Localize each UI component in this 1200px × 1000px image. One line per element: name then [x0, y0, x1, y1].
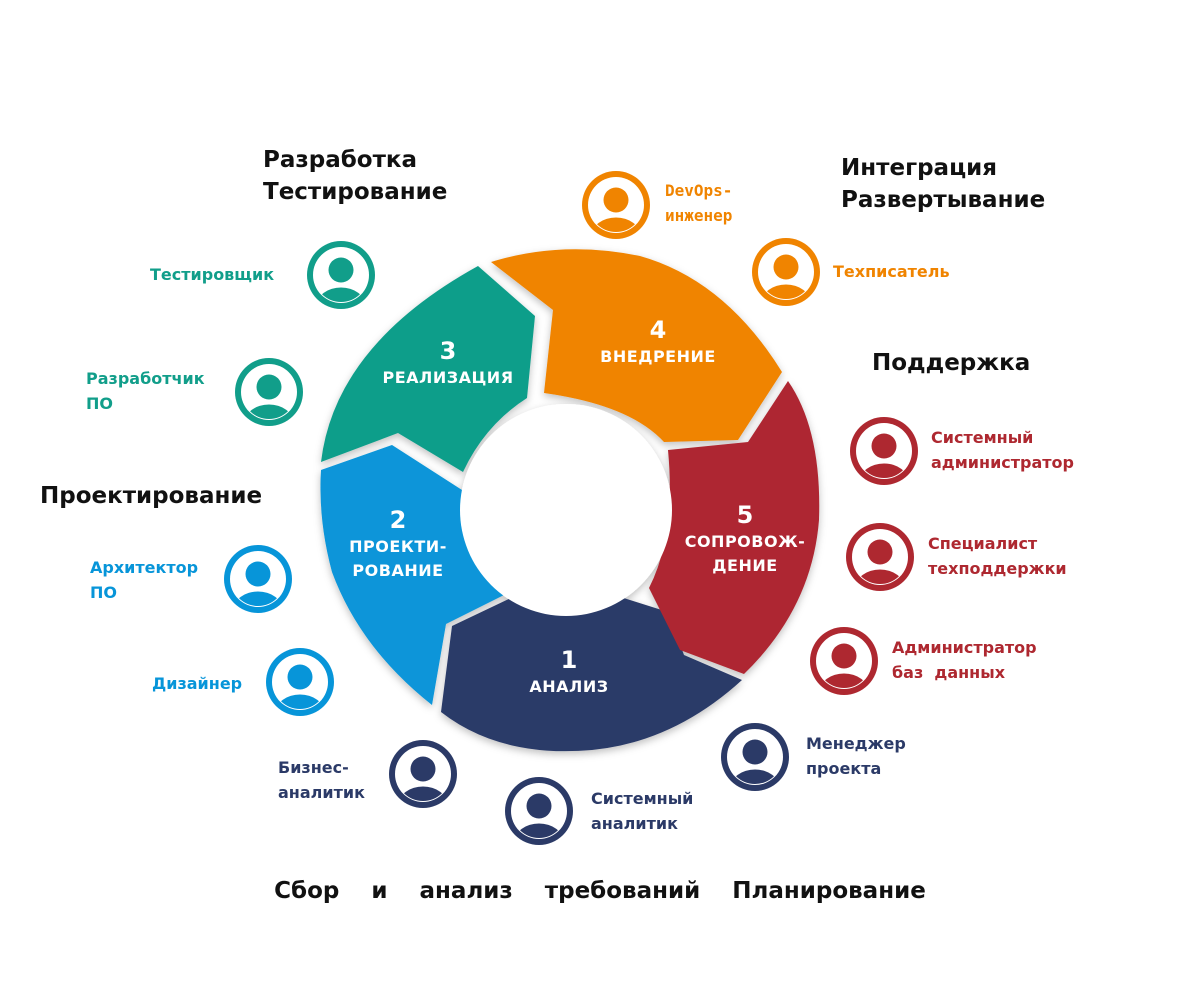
avatar-tech-writer-icon [751, 237, 821, 307]
role-support-spec-line1: Специалист [928, 534, 1038, 553]
segment-support-number: 5 [736, 501, 754, 529]
segment-support-label: 5 СОПРОВОЖ- ДЕНИЕ [685, 500, 806, 578]
role-tech-writer: Техписатель [833, 262, 950, 281]
role-architect-line2: ПО [90, 583, 117, 602]
role-pm-line1: Менеджер [806, 734, 906, 753]
ring-center [460, 404, 672, 616]
segment-design-name-line1: ПРОЕКТИ- [349, 537, 447, 556]
segment-support-shape [649, 381, 820, 674]
role-developer: Разработчик ПО [86, 366, 205, 416]
segment-design-number: 2 [389, 506, 407, 534]
segment-implementation-shape [321, 266, 535, 472]
role-ba: Бизнес- аналитик [278, 755, 365, 805]
segment-analysis-number: 1 [560, 646, 578, 674]
avatar-sysanalyst-icon [504, 776, 574, 846]
role-architect: Архитектор ПО [90, 555, 198, 605]
avatar-pm-icon [720, 722, 790, 792]
segment-design-name-line2: РОВАНИЕ [352, 561, 444, 580]
avatar-devops-icon [581, 170, 651, 240]
role-sysanalyst: Системный аналитик [591, 786, 693, 836]
segment-support-name-line2: ДЕНИЕ [712, 556, 778, 575]
segment-implementation-name: РЕАЛИЗАЦИЯ [382, 368, 514, 387]
segment-analysis-label: 1 АНАЛИЗ [529, 645, 608, 699]
role-sysadmin-line2: администратор [931, 453, 1074, 472]
role-pm: Менеджер проекта [806, 731, 906, 781]
segment-implementation-number: 3 [439, 337, 457, 365]
segment-deployment-shape [491, 249, 782, 442]
role-sysanalyst-line1: Системный [591, 789, 694, 808]
footer-caption: Сбор и анализ требований Планирование [274, 878, 926, 904]
avatar-tester-icon [306, 240, 376, 310]
avatar-support-spec-icon [845, 522, 915, 592]
role-dba-line2: баз данных [892, 663, 1006, 682]
role-designer: Дизайнер [152, 674, 243, 693]
avatar-ba-icon [388, 739, 458, 809]
role-sysanalyst-line2: аналитик [591, 814, 678, 833]
phase-title-integration-line2: Развертывание [841, 187, 1046, 213]
role-sysadmin: Системный администратор [931, 425, 1074, 475]
role-devops: DevOps- инженер [665, 178, 732, 228]
role-dba-line1: Администратор [892, 638, 1037, 657]
avatar-developer-icon [234, 357, 304, 427]
segment-deployment-number: 4 [649, 316, 667, 344]
segment-design-label: 2 ПРОЕКТИ- РОВАНИЕ [349, 505, 447, 583]
avatar-sysadmin-icon [849, 416, 919, 486]
role-tester: Тестировщик [150, 265, 275, 284]
segment-analysis-shape [441, 588, 742, 752]
segment-support-name-line1: СОПРОВОЖ- [684, 532, 806, 551]
role-support-spec: Специалист техподдержки [928, 531, 1067, 581]
phase-title-integration: Интеграция Развертывание [841, 152, 1045, 216]
role-developer-line1: Разработчик [86, 369, 205, 388]
role-architect-line1: Архитектор [90, 558, 199, 577]
segment-deployment-label: 4 ВНЕДРЕНИЕ [600, 315, 716, 369]
phase-title-dev-test: Разработка Тестирование [263, 144, 447, 208]
role-support-spec-line2: техподдержки [928, 559, 1067, 578]
role-devops-line1: DevOps- [665, 181, 733, 200]
role-ba-line1: Бизнес- [278, 758, 349, 777]
phase-title-dev: Разработка [263, 147, 418, 173]
role-dba: Администратор баз данных [892, 635, 1037, 685]
avatar-designer-icon [265, 647, 335, 717]
phase-title-support: Поддержка [872, 350, 1031, 376]
segment-deployment-name: ВНЕДРЕНИЕ [600, 347, 716, 366]
phase-title-test: Тестирование [263, 179, 448, 205]
segment-implementation-label: 3 РЕАЛИЗАЦИЯ [382, 336, 513, 390]
role-sysadmin-line1: Системный [931, 428, 1034, 447]
role-ba-line2: аналитик [278, 783, 365, 802]
phase-title-integration-line1: Интеграция [841, 155, 998, 181]
role-devops-line2: инженер [665, 206, 733, 225]
role-developer-line2: ПО [86, 394, 113, 413]
avatar-architect-icon [223, 544, 293, 614]
phase-title-design: Проектирование [40, 483, 263, 509]
role-pm-line2: проекта [806, 759, 882, 778]
avatar-dba-icon [809, 626, 879, 696]
segment-analysis-name: АНАЛИЗ [529, 677, 609, 696]
